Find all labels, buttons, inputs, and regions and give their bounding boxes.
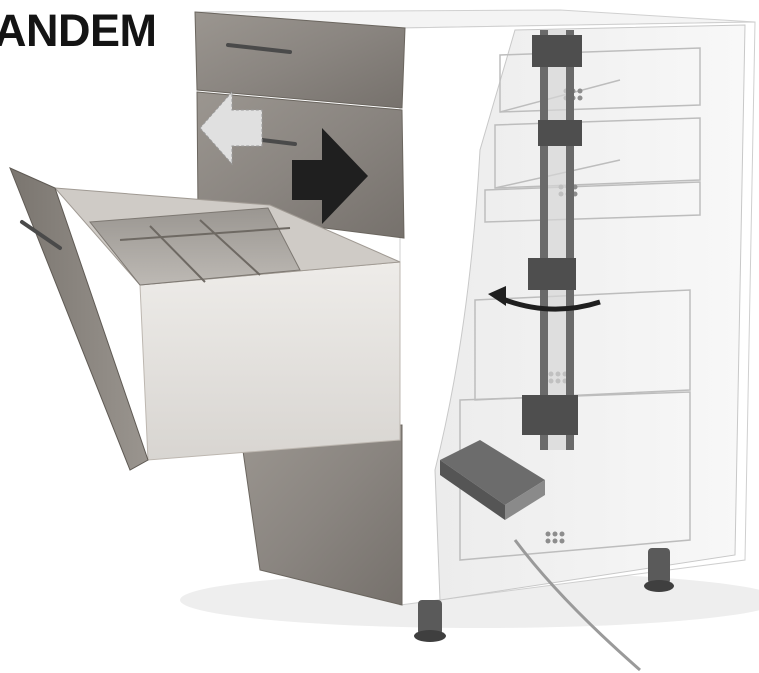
push-direction-arrow-icon <box>292 128 368 224</box>
vertical-sync-rail <box>522 30 582 450</box>
ghost-drawers <box>459 47 701 561</box>
top-drawer-front <box>194 11 406 109</box>
power-cable <box>513 539 641 672</box>
control-unit <box>440 440 545 520</box>
top-drawer-handle <box>226 43 292 54</box>
cabinet-feet <box>414 548 674 642</box>
organizer-dividers <box>119 219 291 283</box>
open-drawer-handle <box>20 220 62 250</box>
open-drawer-front <box>9 167 149 471</box>
rotate-arrow-icon <box>488 286 601 312</box>
pull-direction-arrow-icon <box>199 90 263 166</box>
cabinet-interior-cutaway <box>434 24 746 601</box>
open-drawer-box <box>139 261 401 461</box>
second-drawer-handle <box>260 138 297 146</box>
drawer-organizer <box>89 207 301 286</box>
bottom-panel <box>239 424 403 606</box>
page-heading: ANDEM <box>0 5 157 56</box>
